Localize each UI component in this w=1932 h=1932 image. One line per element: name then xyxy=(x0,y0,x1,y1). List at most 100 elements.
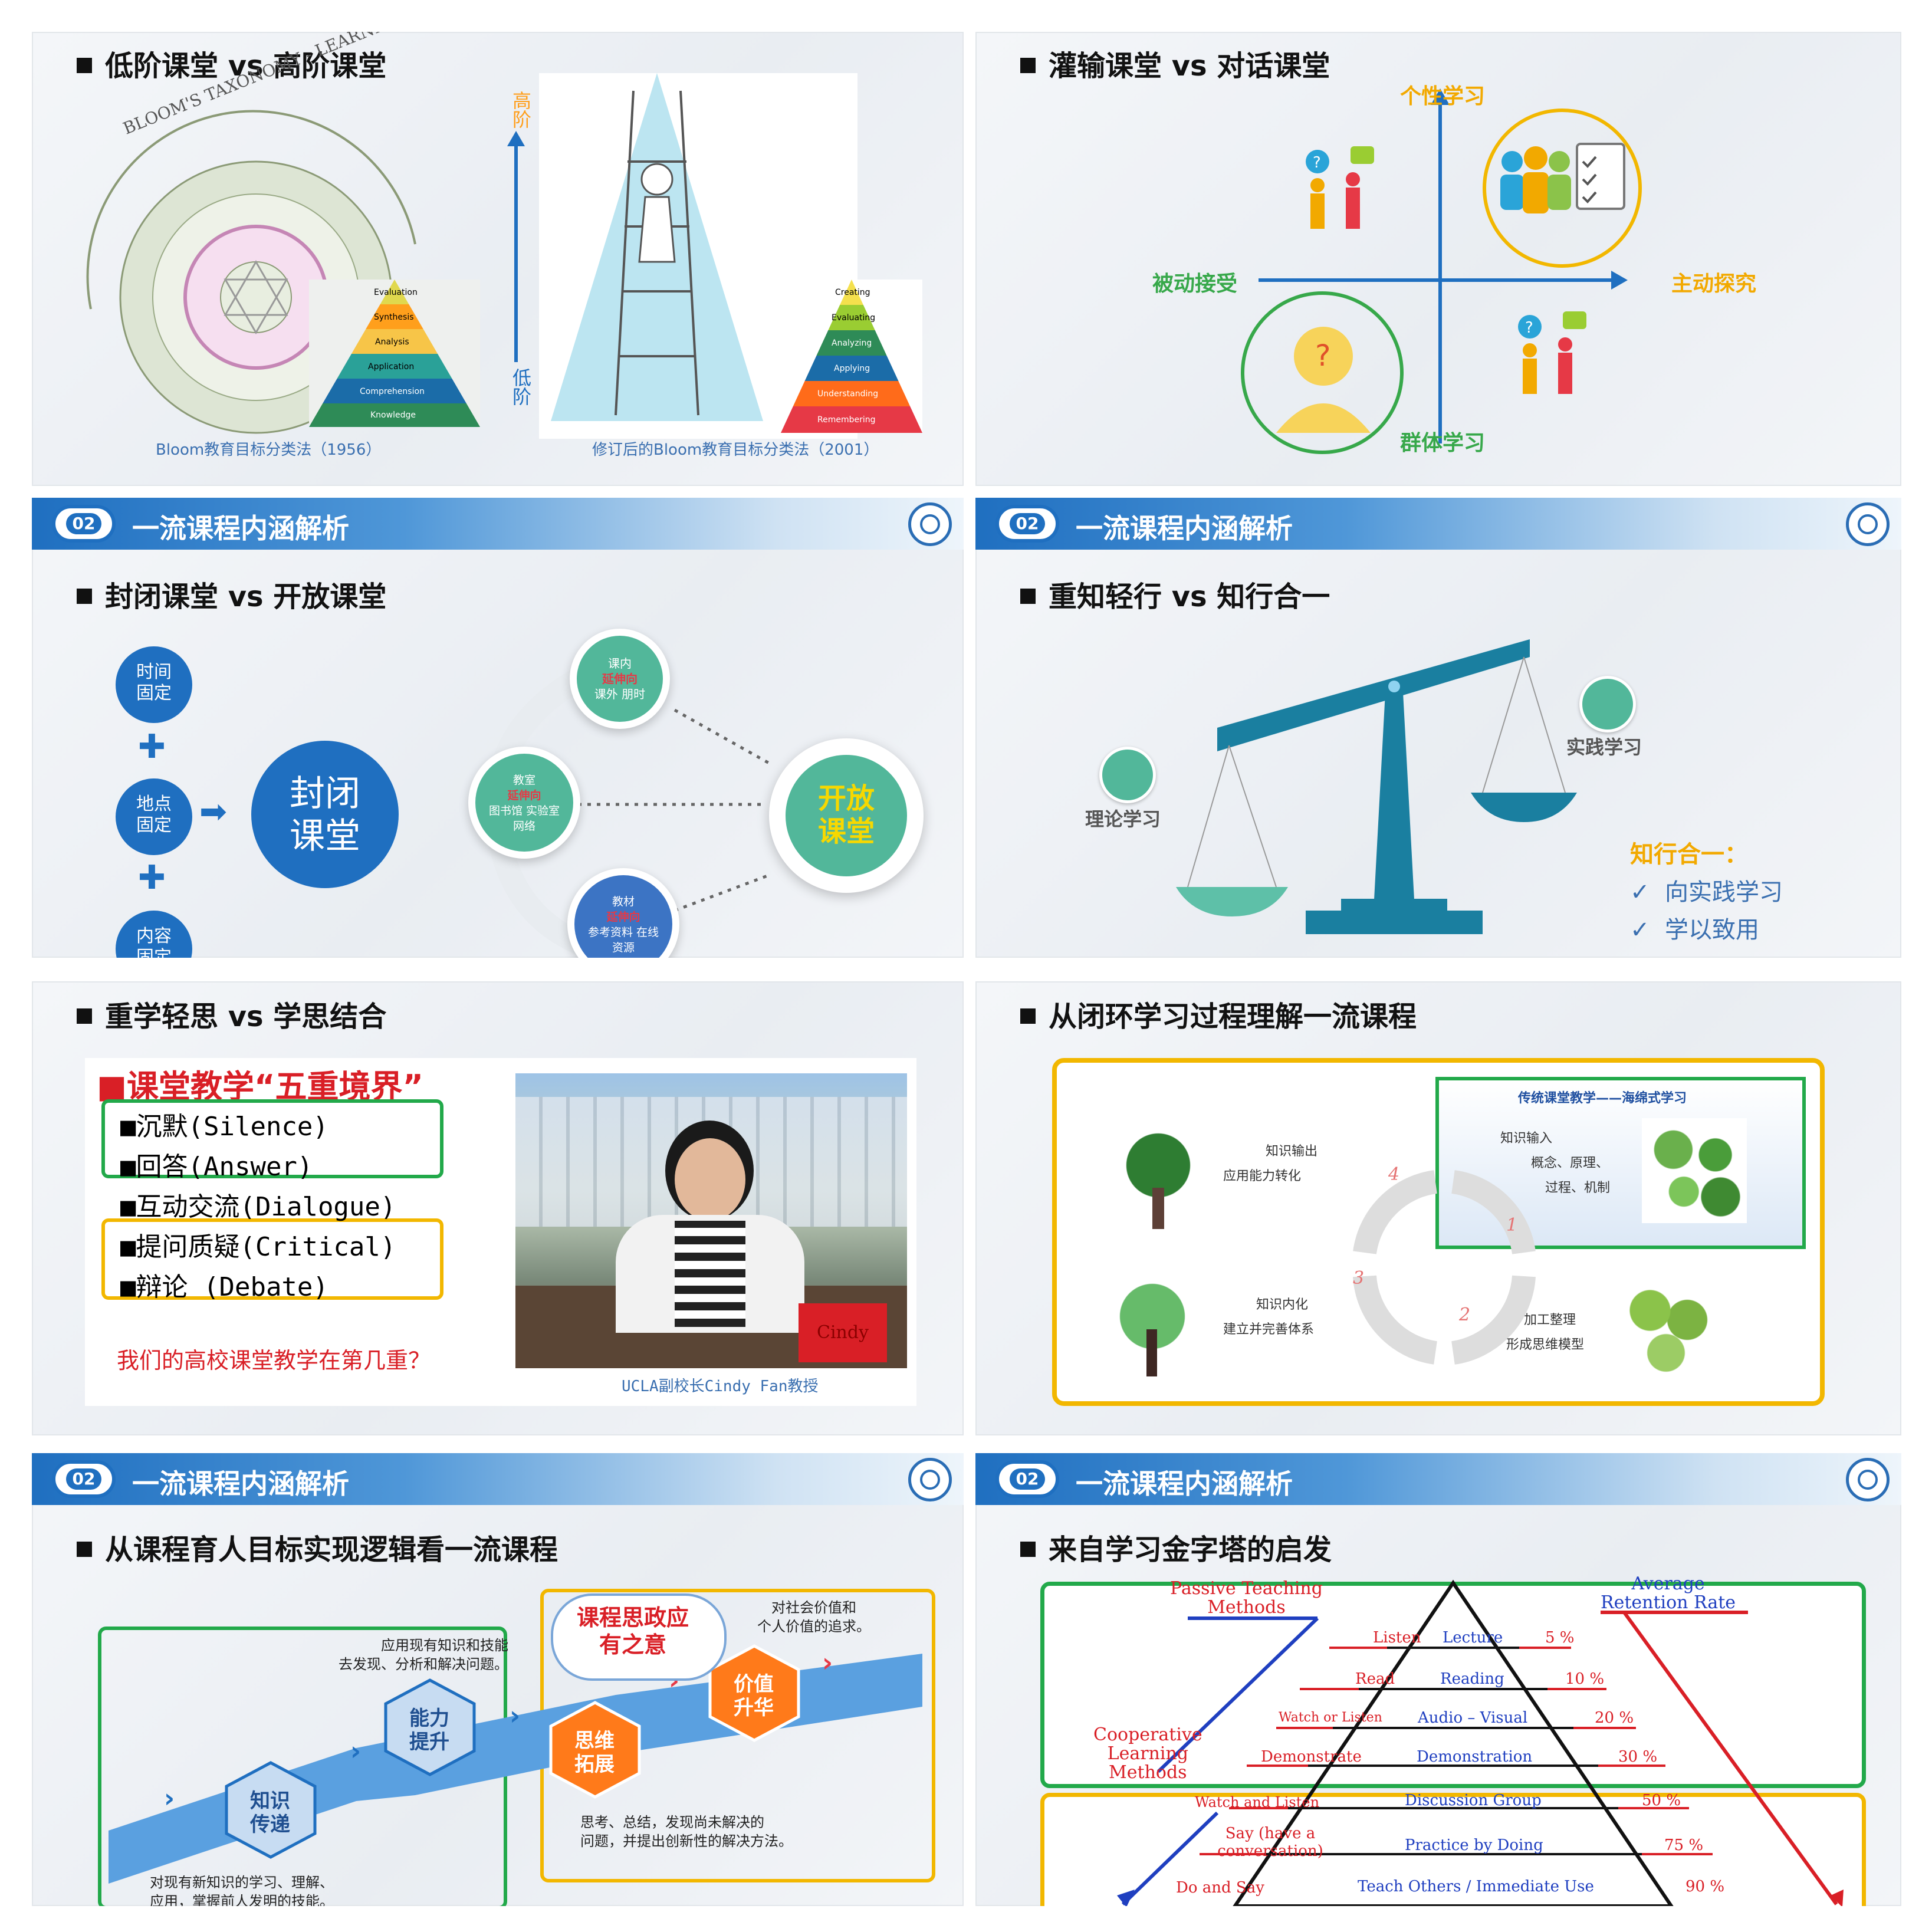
slide-bloom: 低阶课堂 vs 高阶课堂 BLOOM'S TAXONOMY - LEARNING… xyxy=(32,32,964,486)
cycle-num-1: 1 xyxy=(1506,1215,1518,1236)
university-logo-icon xyxy=(908,1458,952,1501)
open-classroom-circle: 开放课堂 xyxy=(769,738,924,893)
svg-text:?: ? xyxy=(1315,339,1331,373)
chevron-icon: › xyxy=(350,1736,362,1766)
slide-title: 来自学习金字塔的启发 xyxy=(1020,1526,1332,1568)
check-item-1: ✓ 向实践学习 xyxy=(1630,879,1783,906)
closed-classroom-circle: 封闭课堂 xyxy=(251,741,399,888)
vine-leaves-image xyxy=(1618,1282,1724,1376)
value-text: 对社会价值和个人价值的追求。 xyxy=(757,1599,870,1635)
theory-label: 理论学习 xyxy=(1085,808,1161,830)
group-circle xyxy=(1241,291,1404,454)
caption-1956: Bloom教育目标分类法（1956） xyxy=(156,441,382,459)
slide-education-logic: 02 一流课程内涵解析 从课程育人目标实现逻辑看一流课程 › › › › › 知… xyxy=(32,1453,964,1906)
old-level-1: Evaluation xyxy=(374,288,418,297)
section-badge: 02 xyxy=(995,1460,1059,1498)
row-3-pct: 20 % xyxy=(1595,1709,1634,1727)
caption-2001: 修订后的Bloom教育目标分类法（2001） xyxy=(592,441,879,459)
new-level-5: Understanding xyxy=(817,389,879,399)
slide-open-classroom: 02 一流课程内涵解析 封闭课堂 vs 开放课堂 时间固定 ✚ 地点固定 ✚ 内… xyxy=(32,498,964,958)
cycle-num-2: 2 xyxy=(1459,1305,1471,1325)
university-logo-icon xyxy=(908,502,952,546)
process-1: 加工整理 xyxy=(1524,1313,1576,1328)
label-top: 个性学习 xyxy=(1400,84,1486,109)
chevron-icon: › xyxy=(164,1783,175,1813)
old-level-2: Synthesis xyxy=(374,313,414,322)
row-2-pct: 10 % xyxy=(1565,1670,1605,1688)
slide-closed-loop: 从闭环学习过程理解一流课程 传统课堂教学——海绵式学习 知识输入 概念、原理、 … xyxy=(975,981,1901,1435)
plus-icon: ✚ xyxy=(138,859,166,897)
svg-text:?: ? xyxy=(1313,154,1321,172)
circle-time: 时间固定 xyxy=(116,646,192,723)
pyramid-lines xyxy=(1117,1579,1844,1906)
row-3-left: Watch or Listen xyxy=(1279,1710,1382,1725)
node-material-extension: 教材延伸向参考资料 在线资源 xyxy=(567,868,679,958)
plus-icon: ✚ xyxy=(138,728,166,766)
learn-text: 对现有新知识的学习、理解、应用，掌握前人发明的技能。 xyxy=(150,1874,334,1906)
old-level-3: Analysis xyxy=(375,337,409,347)
sponge-title: 传统课堂教学——海绵式学习 xyxy=(1518,1091,1687,1106)
university-logo-icon xyxy=(1846,502,1890,546)
cycle-num-3: 3 xyxy=(1353,1268,1365,1289)
old-pyramid xyxy=(309,280,480,427)
leaves-image xyxy=(1642,1118,1747,1223)
slide-dialogue: 灌输课堂 vs 对话课堂 个性学习 群体学习 被动接受 主动探究 ? ? ? xyxy=(975,32,1901,486)
row-2-mid: Reading xyxy=(1440,1670,1504,1688)
yellow-box xyxy=(101,1218,443,1300)
slide-title: 重知轻行 vs 知行合一 xyxy=(1020,573,1330,615)
output-2: 应用能力转化 xyxy=(1223,1169,1302,1184)
circle-content: 内容固定 xyxy=(116,911,192,958)
row-1-left: Listen xyxy=(1373,1629,1421,1647)
bubble-text: 课程思政应有之意 xyxy=(577,1605,689,1658)
label-bottom: 群体学习 xyxy=(1400,431,1486,455)
row-4-left: Demonstrate xyxy=(1261,1748,1362,1766)
cycle-arrows xyxy=(1353,1170,1536,1365)
slide-header: 02 一流课程内涵解析 xyxy=(32,498,964,550)
slide-title: 重学轻思 vs 学思结合 xyxy=(77,993,386,1034)
new-level-2: Evaluating xyxy=(832,313,876,323)
internal-1: 知识内化 xyxy=(1256,1297,1309,1312)
label-left: 被动接受 xyxy=(1152,272,1238,296)
row-3-mid: Audio – Visual xyxy=(1418,1709,1528,1727)
nameplate: Cindy Fan xyxy=(799,1303,887,1362)
five-levels-heading: ■课堂教学“五重境界” xyxy=(97,1068,424,1105)
ladder-illustration xyxy=(551,73,763,421)
thinking-person-icon: ? xyxy=(1276,327,1371,433)
slide-header: 02 一流课程内涵解析 xyxy=(975,1453,1901,1505)
cycle-num-4: 4 xyxy=(1388,1164,1400,1185)
old-level-6: Knowledge xyxy=(370,410,416,420)
stage-question: 我们的高校课堂教学在第几重？ xyxy=(117,1348,431,1374)
slide-title: 封闭课堂 vs 开放课堂 xyxy=(77,573,386,615)
level-silence: ■沉默(Silence) xyxy=(120,1112,328,1142)
header-title: 一流课程内涵解析 xyxy=(132,1468,349,1500)
row-1-mid: Lecture xyxy=(1443,1629,1503,1647)
people-question-icon-2: ? xyxy=(1518,311,1586,394)
chevron-icon: › xyxy=(822,1648,833,1678)
row-6-left: Say (have a conversation) xyxy=(1217,1825,1323,1860)
new-pyramid xyxy=(781,280,922,433)
section-badge: 02 xyxy=(52,1460,116,1498)
level-answer: ■回答(Answer) xyxy=(120,1152,313,1182)
unity-heading: 知行合一： xyxy=(1630,841,1748,868)
level-debate: ■辩论 (Debate) xyxy=(120,1272,328,1302)
slide-knowledge-action: 02 一流课程内涵解析 重知轻行 vs 知行合一 理论学习 实践学习 知行合一：… xyxy=(975,498,1901,958)
slide-header: 02 一流课程内涵解析 xyxy=(32,1453,964,1505)
new-level-1: Creating xyxy=(835,288,870,297)
chevron-icon: › xyxy=(510,1701,521,1731)
row-6-pct: 75 % xyxy=(1664,1836,1704,1854)
people-question-icon-1: ? xyxy=(1306,146,1374,229)
header-title: 一流课程内涵解析 xyxy=(1076,512,1293,544)
low-label: 低阶 xyxy=(510,368,532,406)
header-title: 一流课程内涵解析 xyxy=(132,512,349,544)
row-5-mid: Discussion Group xyxy=(1405,1792,1542,1809)
slide-title: 从闭环学习过程理解一流课程 xyxy=(1020,993,1417,1034)
node-classroom-extension: 课内延伸向课外 朋时 xyxy=(570,629,670,729)
apply-text: 应用现有知识和技能去发现、分析和解决问题。 xyxy=(339,1637,508,1673)
team-checklist-icon xyxy=(1500,143,1625,213)
output-1: 知识输出 xyxy=(1266,1144,1318,1159)
new-level-3: Analyzing xyxy=(832,339,872,348)
